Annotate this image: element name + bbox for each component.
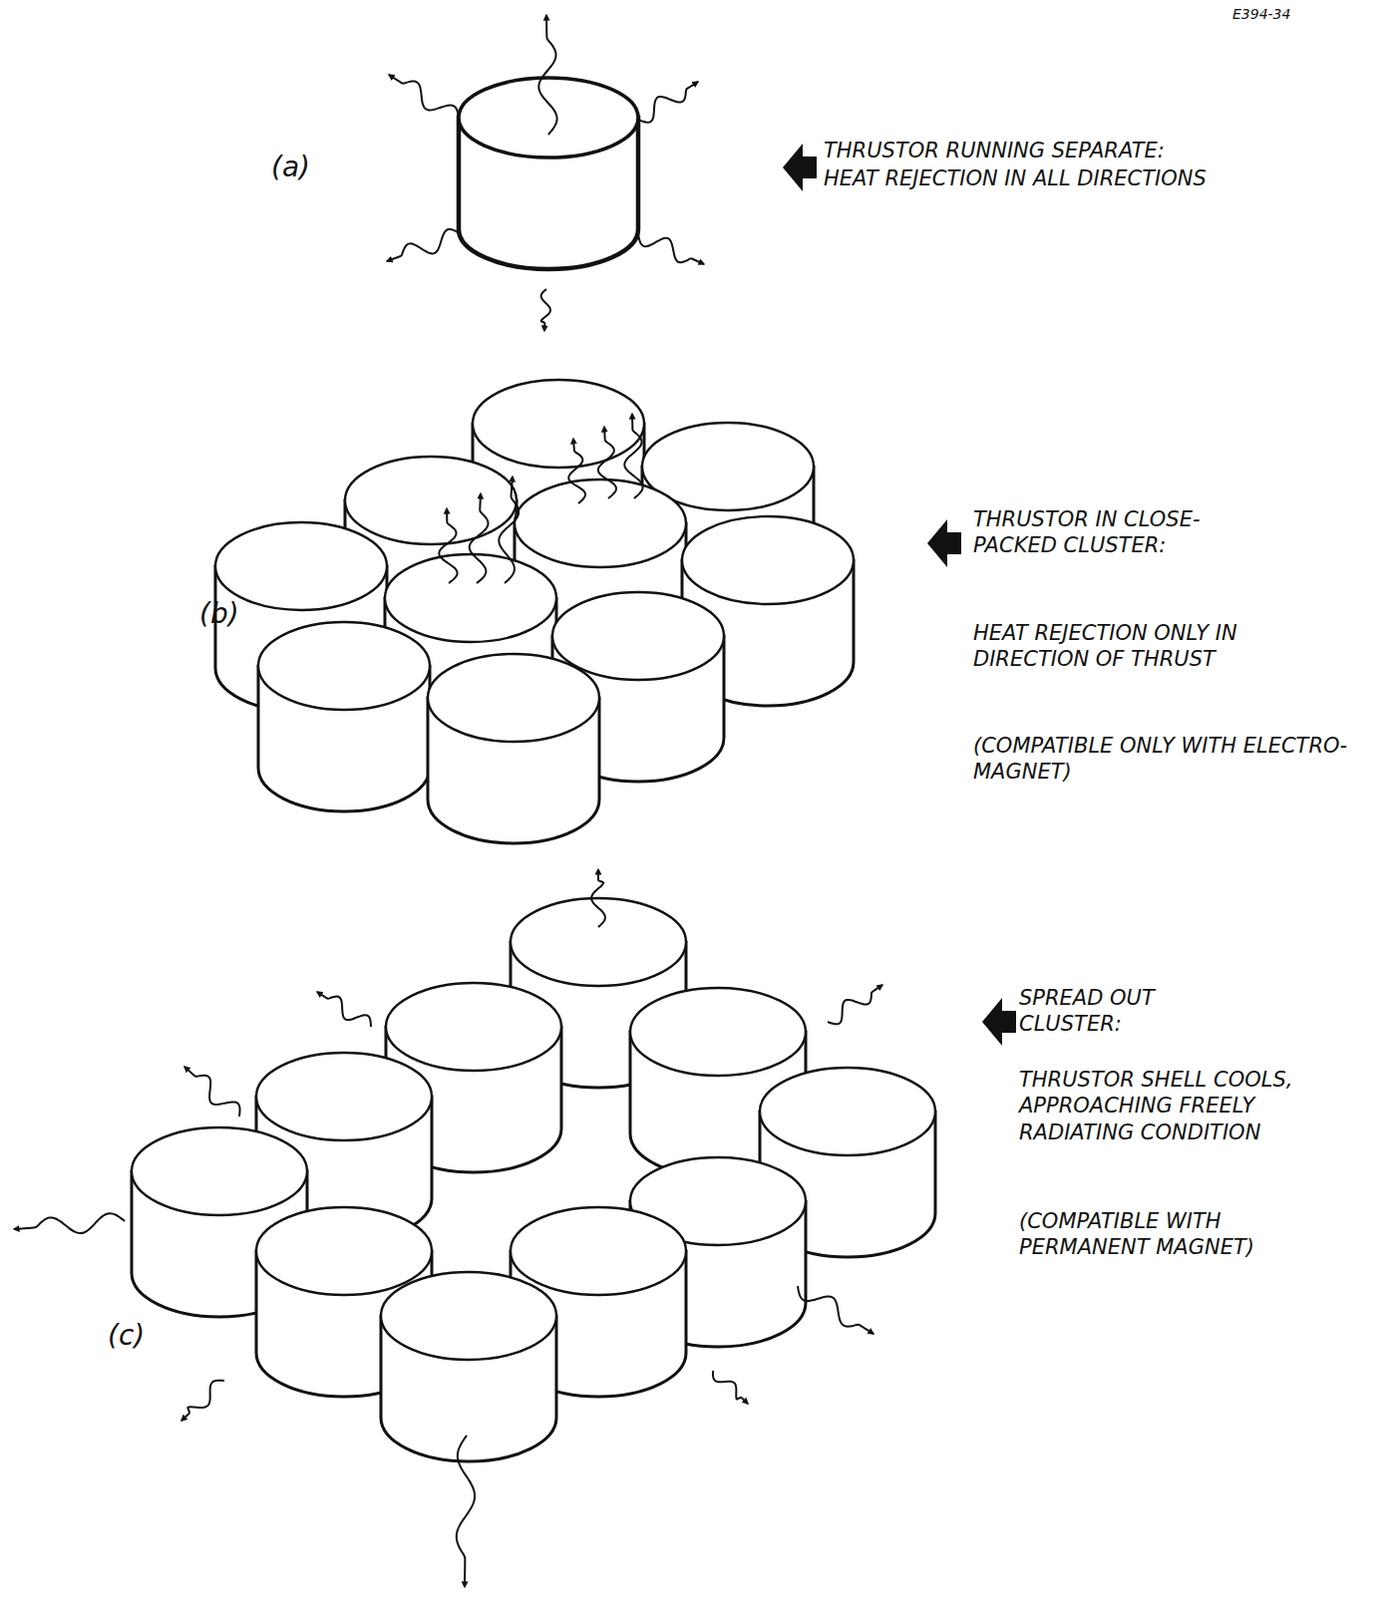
heat-arrow: [827, 985, 883, 1025]
heat-arrow: [538, 14, 557, 135]
thrustor-cylinder: [458, 77, 639, 270]
cylinder-top: [215, 522, 387, 611]
panel-note: HEAT REJECTION ONLY IN DIRECTION OF THRU…: [973, 620, 1303, 674]
heat-arrow: [317, 992, 371, 1028]
cylinder-top: [510, 1207, 687, 1296]
heat-arrow: [184, 1066, 241, 1117]
thrustor-cylinder: [427, 654, 600, 844]
heat-arrow: [591, 869, 606, 928]
pointer-arrows: [782, 143, 1017, 1046]
cylinder-top: [345, 456, 517, 545]
heat-arrow: [624, 413, 643, 499]
panel-note: (COMPATIBLE ONLY WITH ELECTRO-MAGNET): [973, 732, 1373, 786]
cylinder-top: [552, 592, 724, 681]
heat-arrow: [469, 493, 489, 584]
panel-note: THRUSTOR SHELL COOLS, APPROACHING FREELY…: [1019, 1066, 1359, 1146]
heat-arrow: [712, 1371, 748, 1404]
heat-arrow: [456, 1435, 475, 1588]
panel-heading: THRUSTOR IN CLOSE-PACKED CLUSTER:: [973, 506, 1203, 560]
thrustor-cylinder: [380, 1272, 557, 1462]
heat-arrow: [541, 289, 551, 332]
heat-arrow: [638, 81, 698, 123]
cylinder-top: [514, 479, 687, 568]
heat-arrow: [388, 74, 459, 120]
heat-arrow: [498, 476, 519, 584]
panel-letter: (c): [107, 1318, 188, 1354]
cylinder-top: [682, 516, 854, 605]
cylinder-top: [458, 77, 639, 158]
heat-arrow: [13, 1213, 125, 1234]
cylinder-top: [131, 1127, 308, 1216]
panel-letter: (b): [199, 596, 280, 632]
cylinder-top: [258, 622, 430, 710]
pointer-arrow: [982, 998, 1017, 1046]
cylinder-top: [385, 983, 562, 1071]
heat-arrow: [568, 438, 586, 504]
cylinder-top: [427, 654, 600, 742]
panel-heading: THRUSTOR RUNNING SEPARATE:: [823, 137, 1373, 164]
panel-note: HEAT REJECTION IN ALL DIRECTIONS: [823, 165, 1373, 192]
pointer-arrow: [782, 143, 817, 192]
heat-arrow: [638, 234, 704, 265]
heat-arrow: [181, 1381, 225, 1421]
cylinder-top: [759, 1067, 936, 1156]
cylinder-top: [380, 1272, 557, 1361]
cylinder-top: [630, 988, 806, 1076]
drawing-number: E394-34: [1232, 5, 1383, 24]
heat-arrow: [438, 508, 457, 584]
cylinder-top: [256, 1207, 432, 1296]
cylinder-top: [384, 554, 557, 643]
heat-arrow: [797, 1286, 874, 1335]
pointer-arrow: [927, 519, 962, 568]
cylinder-top: [510, 898, 687, 987]
heat-arrow: [598, 426, 617, 499]
heat-arrow: [386, 229, 461, 262]
thrustor-cylinders: [131, 77, 936, 1462]
cylinder-top: [472, 379, 645, 468]
panel-letter: (a): [271, 149, 351, 185]
panel-note: (COMPATIBLE WITH PERMANENT MAGNET): [1019, 1208, 1349, 1262]
panel-heading: SPREAD OUT CLUSTER:: [1019, 985, 1249, 1039]
thrustor-cylinder: [258, 622, 430, 812]
heat-arrows: [13, 14, 883, 1588]
cylinder-top: [256, 1052, 432, 1141]
